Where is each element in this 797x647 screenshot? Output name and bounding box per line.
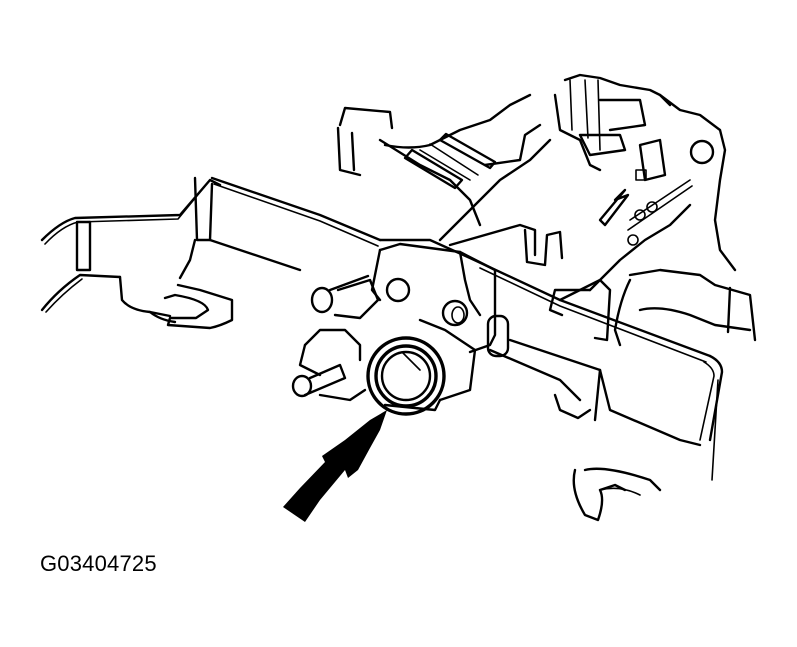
upper-connector (553, 73, 737, 302)
switch-body (291, 242, 510, 416)
lower-rail (488, 338, 702, 522)
callout-arrow (283, 410, 387, 522)
upper-rail (210, 176, 724, 481)
figure-id-label: G03404725 (40, 551, 157, 576)
right-housing (548, 268, 757, 347)
column-housing (336, 93, 564, 267)
left-bracket (40, 176, 302, 330)
